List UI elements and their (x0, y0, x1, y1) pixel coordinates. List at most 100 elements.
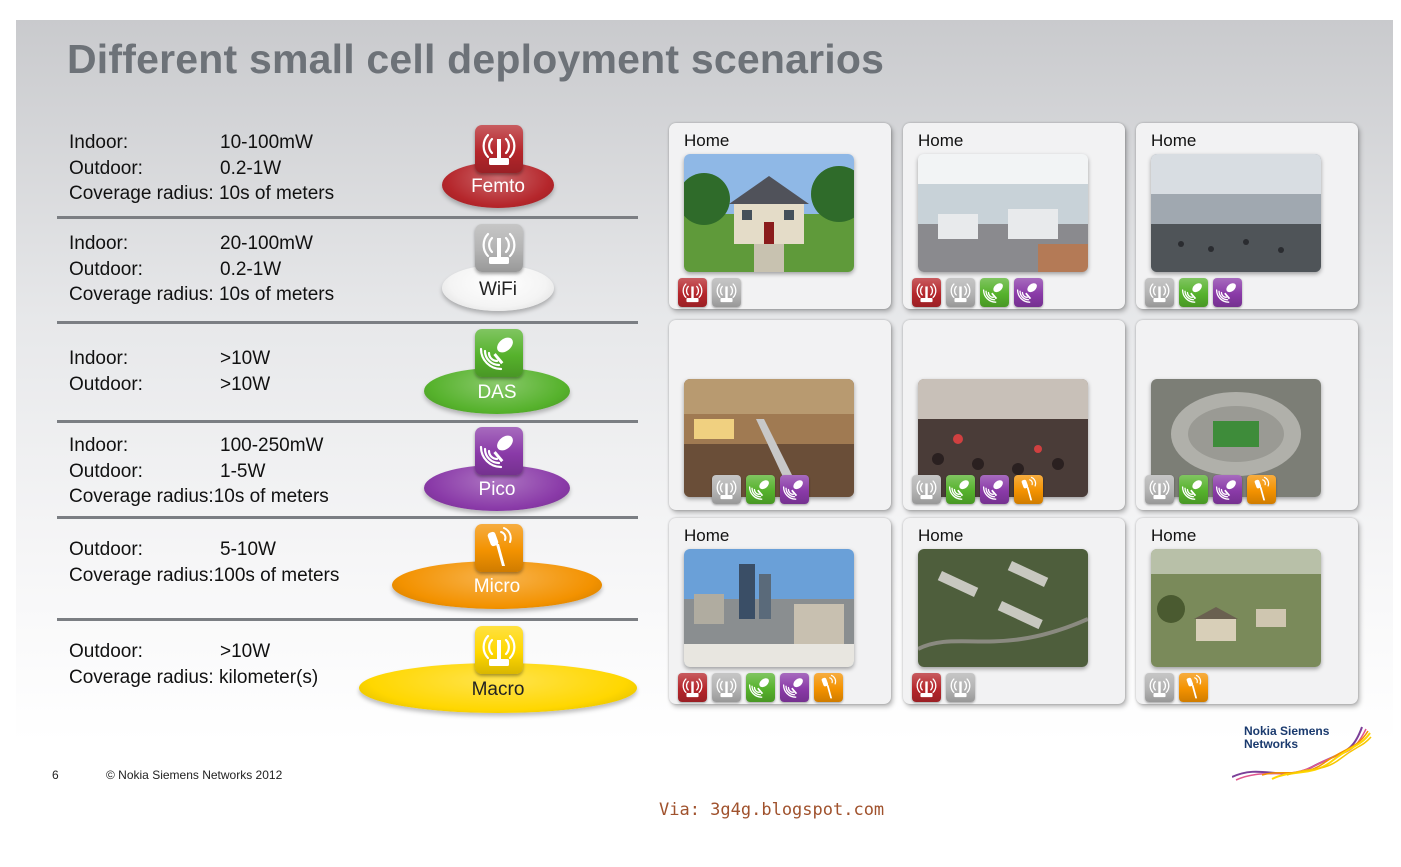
spec-line: Indoor: >10W (69, 346, 270, 372)
pico-mini-icon (780, 673, 809, 702)
spec-line: Indoor: 10-100mW (69, 130, 334, 156)
pico-mini-icon (780, 475, 809, 504)
spec-value: >10W (220, 348, 271, 369)
wifi-mini-icon (946, 278, 975, 307)
spec-line: Outdoor: 5-10W (69, 537, 339, 563)
scenario-card: Home (669, 123, 891, 309)
spec-value: 5-10W (220, 539, 276, 560)
femto-mini-icon (912, 673, 941, 702)
spec-key: Outdoor: (69, 258, 143, 280)
spec-key: Coverage radius: (69, 284, 214, 305)
spec-key: Outdoor: (69, 157, 143, 179)
spec-key: Outdoor: (69, 641, 143, 662)
page-number: 6 (52, 768, 59, 782)
das-mini-icon (746, 475, 775, 504)
airport-terminal-photo (1151, 154, 1321, 272)
spec-key: Outdoor: (69, 539, 143, 560)
suburban-house-photo (684, 154, 854, 272)
scenario-label: Home (918, 131, 964, 150)
femto-mini-icon (912, 278, 941, 307)
router-antenna-icon (475, 224, 523, 272)
femto-mini-icon (678, 278, 707, 307)
open-office-photo (918, 154, 1088, 272)
pico-mini-icon (980, 475, 1009, 504)
spec-line: Indoor:20-100mW (69, 231, 334, 257)
pico-mini-icon (1213, 475, 1242, 504)
nsn-wave-icon (1232, 726, 1372, 781)
spec-value: 0.2-1W (220, 258, 282, 280)
spec-line: Coverage radius: 10s of meters (69, 181, 334, 207)
wifi-mini-icon (1145, 278, 1174, 307)
nsn-logo-text: Nokia Siemens Networks (1244, 725, 1329, 751)
micro-label: Micro (473, 576, 521, 597)
dish-antenna-icon (475, 427, 523, 475)
spec-line: Coverage radius: 10s of meters (69, 282, 334, 308)
cell-row-macro: Outdoor: >10W Coverage radius: kilometer(s… (57, 621, 638, 716)
brand-line-1: Nokia Siemens (1244, 724, 1330, 738)
spec-key: Outdoor: (69, 373, 143, 395)
spec-line: Coverage radius:10s of meters (69, 484, 329, 510)
das-mini-icon (946, 475, 975, 504)
spec-key: Coverage radius: (69, 183, 214, 204)
scenario-card (1136, 320, 1358, 510)
wifi-mini-icon (712, 673, 741, 702)
spec-key: Coverage radius: (69, 564, 214, 586)
micro-mini-icon (814, 673, 843, 702)
spec-key: Coverage radius: (69, 486, 214, 507)
spec-key: Indoor: (69, 435, 129, 456)
spec-key: Indoor: (69, 348, 129, 369)
spec-key: Indoor: (69, 233, 129, 254)
spec-line: Coverage radius:100s of meters (69, 563, 339, 589)
spec-value: 10-100mW (220, 132, 313, 153)
spec-key: Coverage radius: (69, 666, 214, 688)
wifi-mini-icon (912, 475, 941, 504)
spec-value: 100s of meters (213, 564, 340, 586)
pico-mini-icon (1014, 278, 1043, 307)
cell-specs: Indoor: >10W Outdoor: >10W (69, 346, 270, 397)
brand-line-2: Networks (1244, 737, 1299, 751)
spec-line: Outdoor: 1-5W (69, 459, 329, 485)
spec-value: 1-5W (220, 460, 266, 482)
nsn-logo: Nokia Siemens Networks (1232, 725, 1384, 783)
spec-line: Coverage radius: kilometer(s) (69, 665, 318, 691)
wifi-mini-icon (1145, 673, 1174, 702)
spec-value: >10W (220, 373, 271, 395)
scenario-label: Home (684, 526, 730, 545)
spec-key: Indoor: (69, 132, 129, 153)
micro-mini-icon (1247, 475, 1276, 504)
cell-specs: Outdoor: >10W Coverage radius: kilometer(s… (69, 639, 318, 690)
macro-label: Macro (471, 679, 525, 700)
scenario-card: Home (1136, 518, 1358, 704)
scenario-card: Home (903, 518, 1125, 704)
das-mini-icon (1179, 475, 1208, 504)
scenario-card: Home (669, 518, 891, 704)
copyright-text: © Nokia Siemens Networks 2012 (106, 768, 283, 782)
wifi-label-oval: WiFi (442, 265, 554, 311)
city-skyline-photo (684, 549, 854, 667)
spec-value: 0.2-1W (220, 157, 282, 179)
wifi-mini-icon (946, 673, 975, 702)
scenario-card (669, 320, 891, 510)
spec-value: 10s of meters (218, 183, 335, 204)
spec-line: Outdoor: 0.2-1W (69, 156, 334, 182)
wifi-label: WiFi (479, 279, 517, 300)
spec-value: >10W (220, 641, 271, 662)
scenario-card: Home (903, 123, 1125, 309)
das-mini-icon (1179, 278, 1208, 307)
dish-antenna-icon (475, 329, 523, 377)
cell-specs: Outdoor: 5-10W Coverage radius:100s of met… (69, 537, 339, 588)
spec-key: Outdoor: (69, 460, 143, 482)
spec-value: 10s of meters (218, 284, 335, 305)
scenario-label: Home (1151, 526, 1197, 545)
spec-line: Outdoor: >10W (69, 639, 318, 665)
pico-label: Pico (478, 479, 516, 500)
router-antenna-icon (475, 626, 523, 674)
suburb-aerial-photo (918, 549, 1088, 667)
wifi-mini-icon (712, 475, 741, 504)
das-mini-icon (980, 278, 1009, 307)
wifi-mini-icon (1145, 475, 1174, 504)
